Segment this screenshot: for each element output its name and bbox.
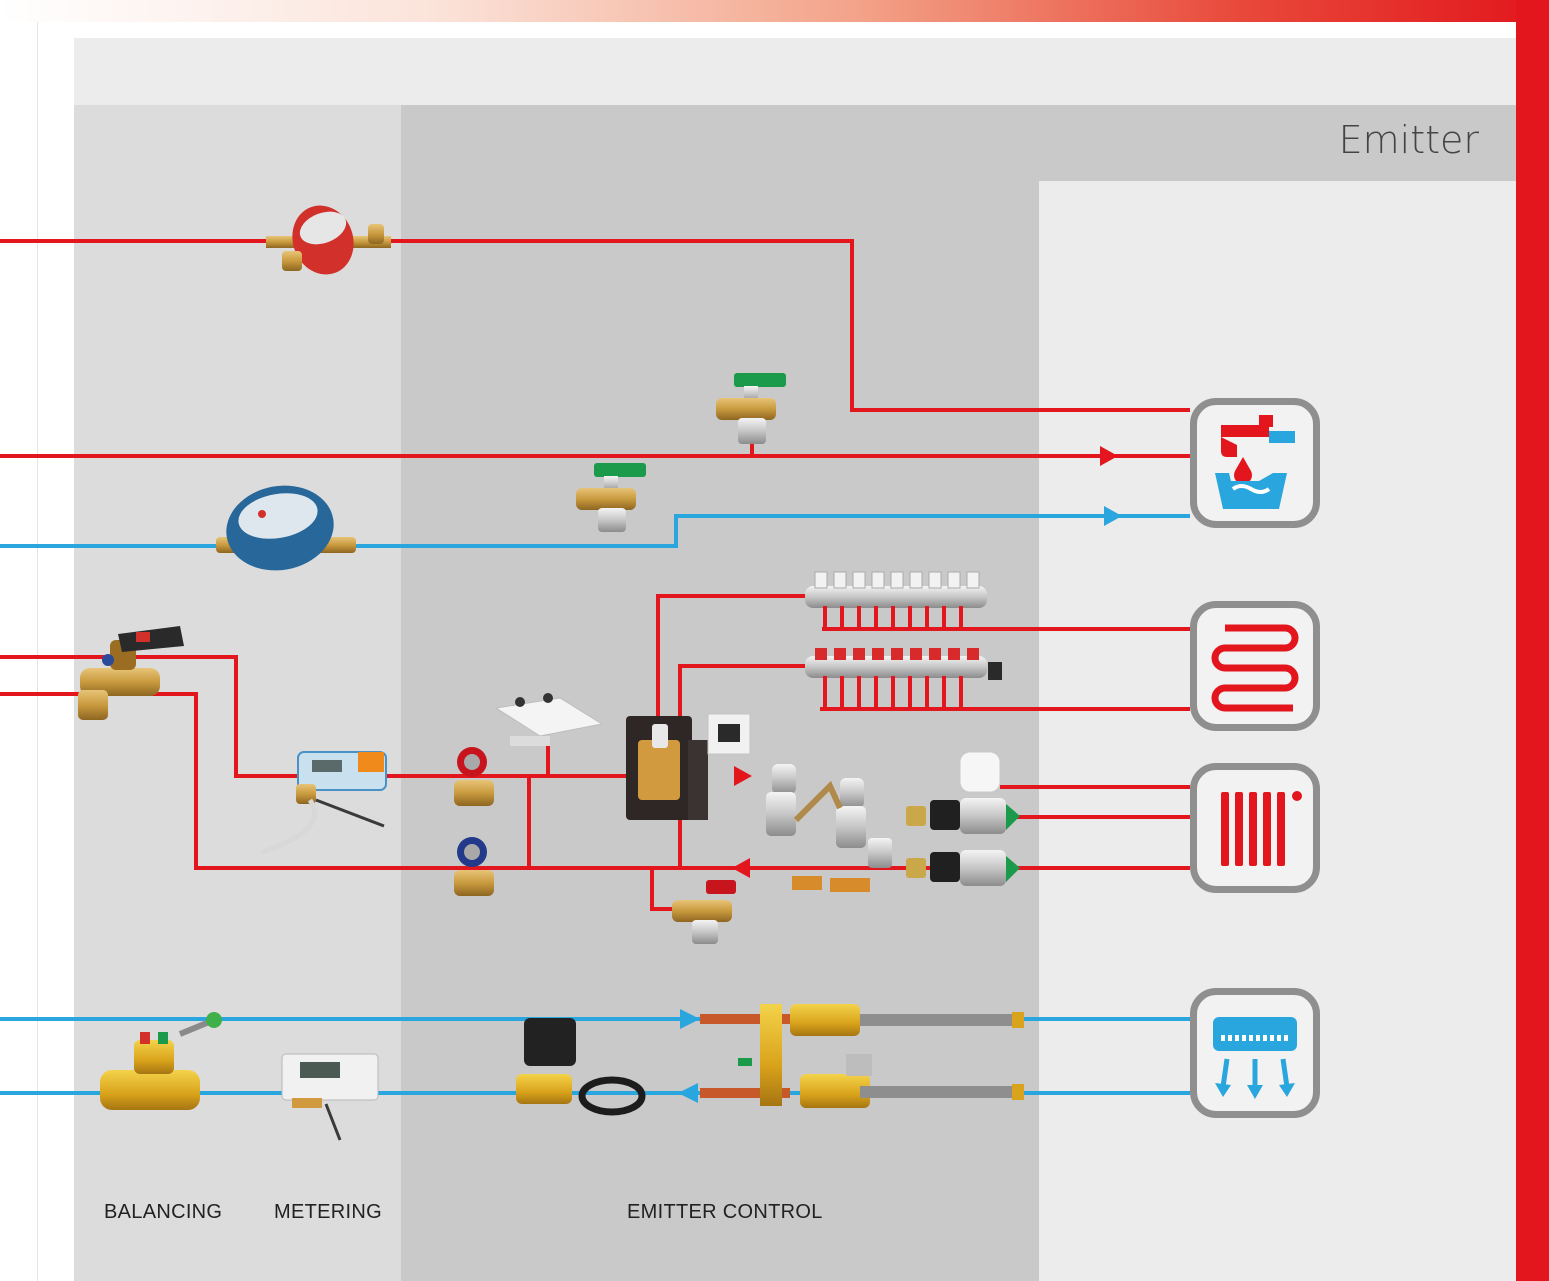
arrow-heating-supply xyxy=(734,766,752,786)
arrow-fancoil-supply xyxy=(680,1009,700,1029)
ball-valve-red-lower xyxy=(672,880,736,944)
right-accent-bar xyxy=(1516,0,1549,1281)
cold-water-line xyxy=(0,514,1190,548)
tap-basin-icon xyxy=(1190,398,1320,528)
ball-valve-green-mid xyxy=(576,463,646,532)
hot-water-meter xyxy=(266,205,391,275)
dhw-hot-line xyxy=(0,239,1190,412)
header-band xyxy=(74,38,1516,105)
floor-manifold xyxy=(805,571,1002,709)
ball-valve-red xyxy=(454,747,494,806)
top-gradient-bar xyxy=(0,0,1549,22)
zone-valve-actuator xyxy=(516,1018,646,1116)
balancing-valve-yellow xyxy=(100,1012,222,1110)
cold-water-meter xyxy=(216,485,356,571)
cold-lines xyxy=(0,514,1190,1095)
arrow-hot-supply xyxy=(1100,446,1118,466)
heat-meter xyxy=(261,751,387,855)
radiator-valve-set xyxy=(766,751,1020,892)
arrow-cold-supply xyxy=(1104,506,1122,526)
label-balancing: BALANCING xyxy=(104,1201,223,1223)
room-thermostat-controller xyxy=(494,693,604,746)
ball-valve-blue xyxy=(454,837,494,896)
label-emitter-control: EMITTER CONTROL xyxy=(627,1201,823,1223)
arrow-fancoil-return xyxy=(678,1083,698,1103)
partner-valve xyxy=(78,626,184,720)
underfloor-heating-icon xyxy=(1190,601,1320,731)
radiator-icon xyxy=(1190,763,1320,893)
fan-coil-icon xyxy=(1190,988,1320,1118)
left-margin-line xyxy=(37,22,38,1281)
arrow-heating-return xyxy=(732,858,750,878)
pump-station xyxy=(626,713,751,820)
energy-meter xyxy=(281,1053,379,1141)
emitter-title: Emitter xyxy=(1338,118,1479,162)
label-metering: METERING xyxy=(274,1201,382,1223)
ball-valve-green-top xyxy=(716,373,786,444)
emitter-control-column xyxy=(401,105,1039,1281)
emitter-header-band xyxy=(1039,105,1516,181)
fan-coil-valve-assembly xyxy=(700,1004,1024,1108)
manifold-supply-link xyxy=(656,594,815,720)
